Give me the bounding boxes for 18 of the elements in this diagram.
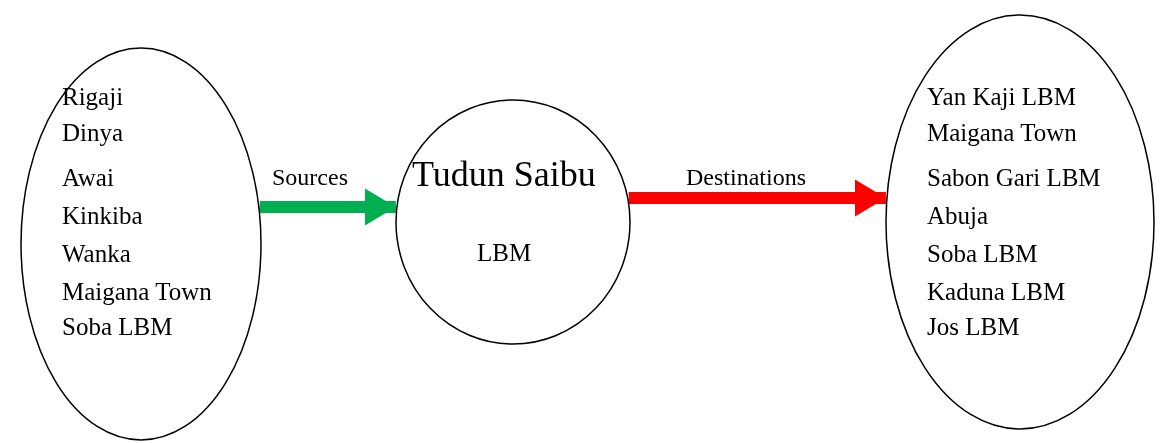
place-name: Yan Kaji LBM (927, 82, 1076, 112)
place-name: Kinkiba (62, 201, 143, 231)
place-name: Dinya (62, 118, 124, 148)
place-name: Maigana Town (62, 277, 212, 307)
place-name: Maigana Town (927, 118, 1077, 148)
place-name: Abuja (927, 201, 989, 231)
arrow (259, 188, 396, 226)
place-name: LBM (477, 238, 532, 268)
place-name: Jos LBM (927, 312, 1020, 342)
place-name: Wanka (62, 239, 131, 269)
node-title: Tudun Saibu (412, 153, 596, 196)
place-name: Sabon Gari LBM (927, 163, 1101, 193)
place-name: Soba LBM (62, 312, 173, 342)
place-name: Awai (62, 163, 114, 193)
place-name: Rigaji (62, 82, 124, 112)
arrow (628, 179, 886, 217)
place-name: Kaduna LBM (927, 277, 1066, 307)
place-name: Soba LBM (927, 239, 1038, 269)
